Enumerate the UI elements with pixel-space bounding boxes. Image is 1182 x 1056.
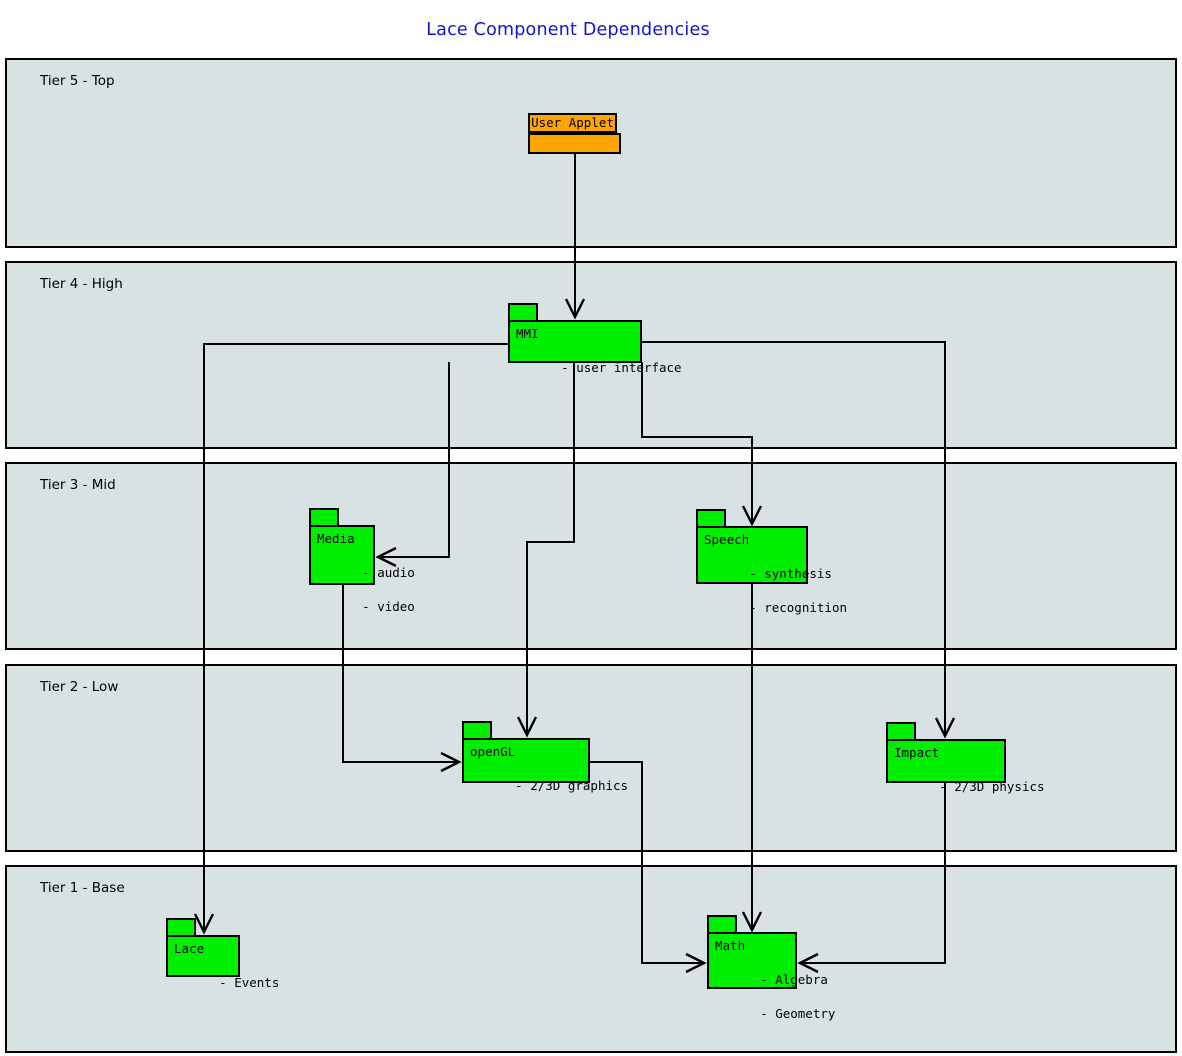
component-name: Media: [317, 531, 355, 546]
component-detail: - 2/3D physics: [939, 779, 1045, 794]
tier-label: Tier 3 - Mid: [40, 477, 116, 493]
component-detail: - 2/3D graphics: [515, 778, 629, 793]
user-applet-body: [528, 133, 621, 154]
component-name: Speech: [704, 532, 750, 547]
component-body: Media - audio - video: [309, 525, 415, 614]
component-detail: - Events: [219, 975, 280, 990]
component-body: MMI - user interface: [508, 320, 682, 375]
page-title: Lace Component Dependencies: [426, 20, 710, 40]
user-applet-label: User Applet: [528, 113, 617, 133]
component-detail: - Geometry: [760, 1006, 836, 1021]
component-body: Math - Algebra - Geometry: [707, 932, 835, 1021]
component-detail: - user interface: [561, 360, 682, 375]
component-detail: - synthesis: [749, 566, 832, 581]
component-body: Impact - 2/3D physics: [886, 739, 1045, 794]
component-detail: - audio: [362, 565, 415, 580]
component-body: openGL - 2/3D graphics: [462, 738, 628, 793]
component-name: Math: [715, 938, 746, 953]
component-detail: - video: [362, 599, 415, 614]
tier-label: Tier 4 - High: [40, 276, 123, 292]
tier-label: Tier 5 - Top: [40, 73, 115, 89]
component-body: Lace - Events: [166, 935, 279, 990]
component-name: Impact: [894, 745, 940, 760]
component-name: Lace: [174, 941, 205, 956]
component-detail: - Algebra: [760, 972, 828, 987]
tier-band-3-mid: Tier 3 - Mid: [5, 462, 1177, 650]
component-name: MMI: [516, 326, 539, 341]
component-name: openGL: [470, 744, 516, 759]
component-body: Speech - synthesis - recognition: [696, 526, 847, 615]
tier-label: Tier 2 - Low: [40, 679, 119, 695]
component-detail: - recognition: [749, 600, 847, 615]
tier-label: Tier 1 - Base: [40, 880, 125, 896]
